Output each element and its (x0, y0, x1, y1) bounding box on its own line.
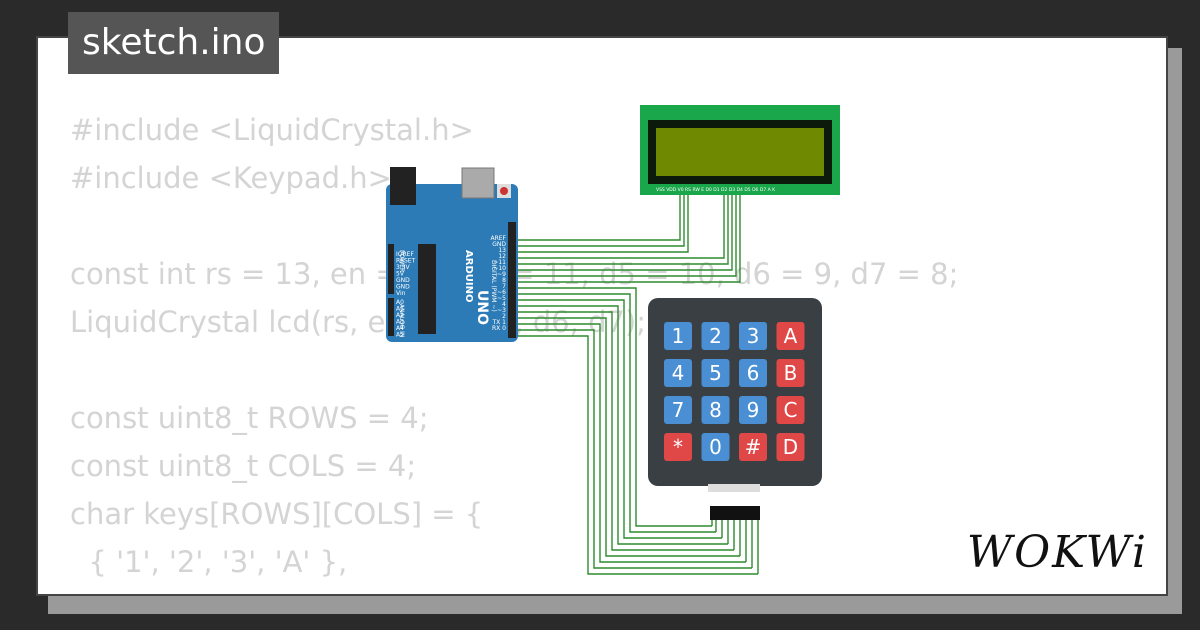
pin-label: A0 (396, 299, 404, 306)
pin-label: GND (396, 277, 410, 284)
wokwi-logo: WOKWi (966, 527, 1148, 578)
keypad-key[interactable]: 4 (664, 359, 692, 387)
pin-label: 5V (396, 271, 405, 278)
power-label: POWER (398, 250, 405, 272)
keypad-key-label: 5 (709, 361, 722, 385)
keypad-key[interactable]: C (776, 396, 805, 424)
pin-label: 8 (502, 277, 506, 284)
digital-label: DIGITAL (PWM ~) (490, 260, 497, 312)
lcd-wires (516, 190, 733, 271)
keypad-key-label: 9 (747, 398, 760, 422)
pin-label: A5 (396, 332, 404, 339)
power-header (388, 244, 394, 294)
lcd-pin-labels: VSS VDD V0 RS RW E D0 D1 D2 D3 D4 D5 D6 … (656, 187, 776, 193)
code-line: char keys[ROWS][COLS] = { (70, 497, 484, 531)
pin-label: A4 (396, 325, 404, 332)
keypad-key-label: D (783, 435, 798, 459)
pin-label: A2 (396, 312, 404, 319)
code-listing: #include <LiquidCrystal.h> #include <Keyp… (70, 106, 958, 594)
keypad-key-label: 3 (747, 324, 760, 348)
pin-label: Vin (396, 290, 406, 297)
pin-label: ~10 (493, 265, 506, 272)
digital-header (508, 222, 516, 338)
preview-card: #include <LiquidCrystal.h> #include <Keyp… (36, 36, 1168, 596)
pin-label: ~5 (497, 295, 506, 302)
keypad-key[interactable]: 2 (701, 322, 730, 350)
pin-label: TX 1 (492, 319, 507, 326)
keypad-connector (710, 506, 760, 520)
code-line: #include <LiquidCrystal.h> (70, 113, 474, 147)
code-line: const uint8_t COLS = 4; (70, 449, 417, 483)
pin-label: 2 (502, 313, 506, 320)
arduino-model: UNO (474, 290, 490, 325)
pin-label: 7 (502, 283, 506, 290)
keypad-key-label: 0 (709, 435, 722, 459)
code-line: #include <Keypad.h> (70, 161, 392, 195)
keypad-key[interactable]: A (776, 322, 805, 350)
keypad-key[interactable]: 1 (664, 322, 692, 350)
pin-label: 4 (502, 301, 506, 308)
keypad-wires (516, 287, 759, 575)
pin-label: ~6 (497, 289, 506, 296)
usb-port (461, 167, 495, 199)
pin-label: RX 0 (492, 325, 506, 332)
keypad-key[interactable]: 7 (664, 396, 692, 424)
pin-label: 3.3V (396, 264, 411, 271)
keypad-key-label: * (673, 435, 683, 459)
keypad-key[interactable]: 5 (701, 359, 730, 387)
keypad-key-label: 2 (709, 324, 722, 348)
keypad-key-label: A (784, 324, 798, 348)
pin-label: ~9 (497, 271, 506, 278)
analog-label: ANALOG IN (398, 304, 405, 337)
lcd-wires-2 (516, 190, 741, 283)
keypad-key-label: # (745, 435, 762, 459)
pin-label: RESET (396, 258, 416, 265)
code-line: { '4', '5', '6', 'B' } (70, 586, 958, 594)
power-jack (390, 167, 416, 205)
keypad-key[interactable]: * (664, 433, 692, 461)
file-title: sketch.ino (68, 12, 280, 74)
pin-label: GND (396, 284, 410, 291)
code-line: { '1', '2', '3', 'A' }, (70, 545, 348, 579)
pin-label: GND (492, 241, 506, 248)
keypad-key[interactable]: 9 (739, 396, 767, 424)
keypad-key-label: B (784, 361, 798, 385)
keypad-key[interactable]: 8 (701, 396, 730, 424)
microcontroller-chip (418, 244, 436, 334)
keypad-key[interactable]: D (776, 433, 805, 461)
keypad-key-label: 4 (672, 361, 685, 385)
keypad-key[interactable]: 0 (701, 433, 730, 461)
keypad-key[interactable]: 6 (739, 359, 767, 387)
pin-label: 12 (498, 253, 506, 260)
pin-label: ~3 (497, 307, 506, 314)
keypad-ribbon (708, 484, 760, 492)
pin-label: 13 (498, 247, 506, 254)
keypad-key-label: 8 (709, 398, 722, 422)
keypad-key-label: 1 (672, 324, 685, 348)
keypad-key[interactable]: 3 (739, 322, 767, 350)
keypad-key[interactable]: B (776, 359, 805, 387)
pin-label: IOREF (396, 251, 414, 258)
analog-header (388, 298, 394, 336)
pin-label: A3 (396, 319, 404, 326)
reset-button (500, 187, 508, 195)
pin-label: AREF (490, 235, 506, 242)
arduino-brand: ARDUINO (463, 250, 474, 302)
keypad-key-label: 7 (672, 398, 685, 422)
keypad-key-label: C (784, 398, 798, 422)
lcd-module: VSS VDD V0 RS RW E D0 D1 D2 D3 D4 D5 D6 … (640, 105, 840, 195)
pin-label: ~11 (493, 259, 506, 266)
keypad-key[interactable]: # (739, 433, 767, 461)
code-line: const uint8_t ROWS = 4; (70, 401, 429, 435)
lcd-screen (656, 128, 824, 176)
keypad-key-label: 6 (747, 361, 760, 385)
pin-label: A1 (396, 306, 404, 313)
